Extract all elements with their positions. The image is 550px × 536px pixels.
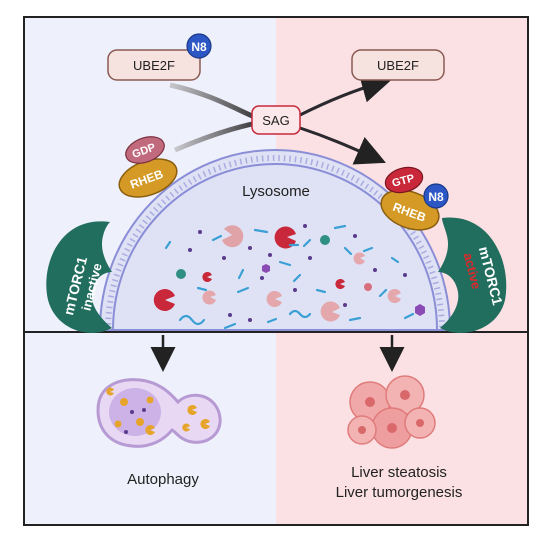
mtorc1-inactive: mTORC1 inactive — [46, 221, 112, 333]
sag-label: SAG — [262, 113, 289, 128]
lysosome — [98, 149, 452, 331]
liver-cells-illustration — [347, 375, 436, 449]
ube2f-right-label: UBE2F — [377, 58, 419, 73]
lysosome-contents — [153, 224, 425, 330]
arrow-to-ube2f — [299, 73, 392, 117]
ube2f-free: UBE2F — [351, 49, 445, 81]
autolysosome-illustration — [96, 378, 222, 448]
n8-left-label: N8 — [191, 40, 207, 54]
outcome-line1-label: Liver steatosis — [351, 464, 447, 481]
lysosome-label: Lysosome — [242, 183, 310, 200]
outer-frame — [23, 16, 529, 526]
ube2f-neddylated: UBE2F N8 — [107, 33, 212, 81]
rheb-gtp: RHEB GTP N8 — [380, 166, 449, 231]
sag-node: SAG — [251, 105, 301, 135]
arrow-to-rheb — [299, 126, 386, 165]
ube2f-left-label: UBE2F — [133, 58, 175, 73]
gtp-label: GTP — [391, 172, 416, 189]
rheb-gdp: RHEB GDP — [118, 136, 178, 198]
autophagy-label: Autophagy — [127, 471, 199, 488]
outcome-line2-label: Liver tumorgenesis — [336, 484, 463, 501]
n8-right-label: N8 — [428, 190, 444, 204]
